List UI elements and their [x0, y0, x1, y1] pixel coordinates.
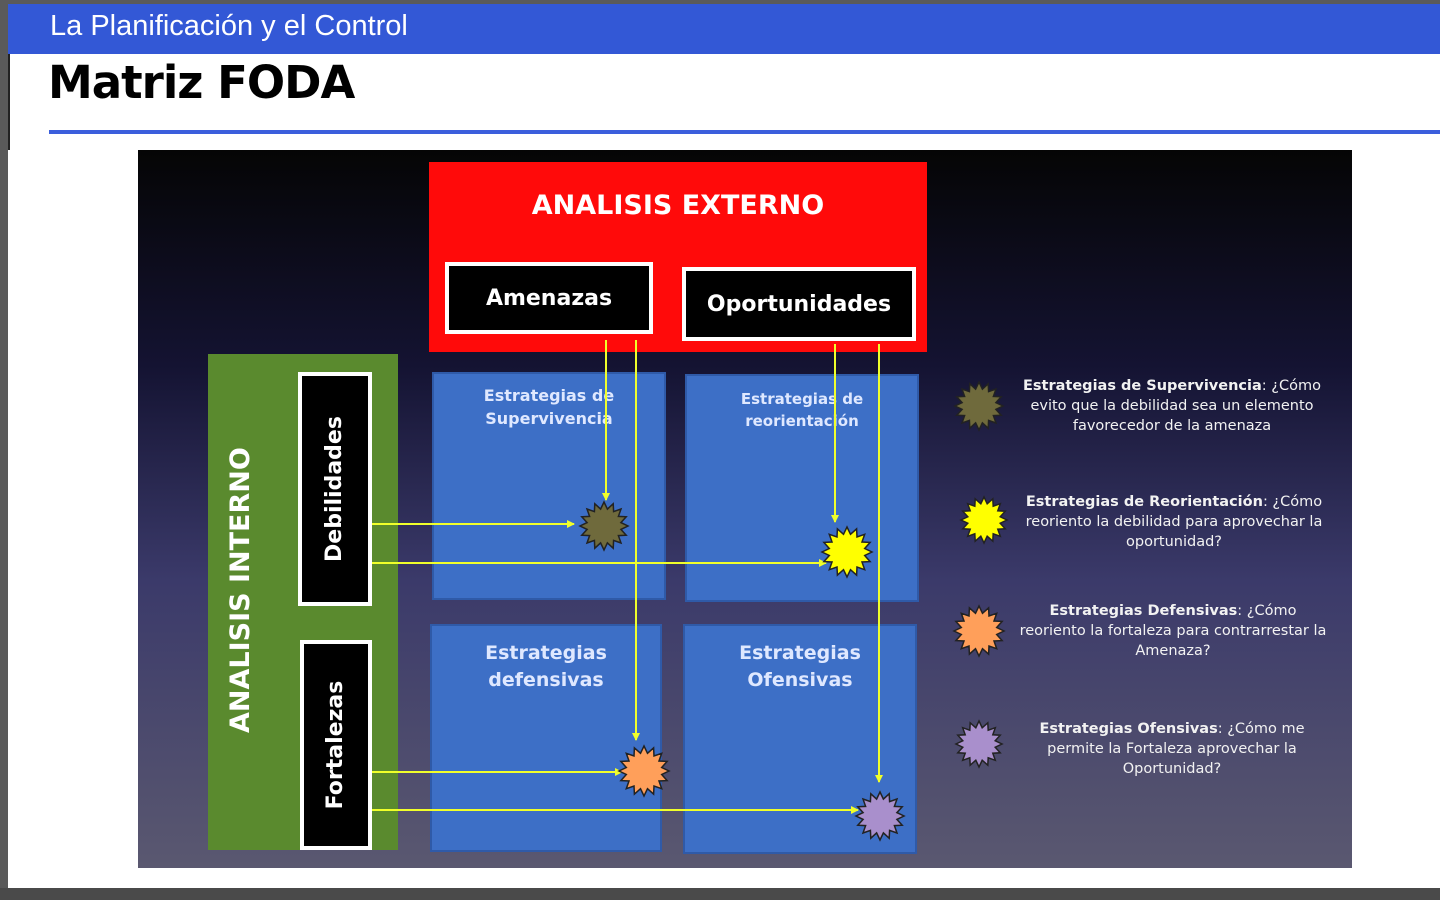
bottom-band — [0, 888, 1440, 900]
legend-offensive-text: : ¿Cómo me permite la Fortaleza aprovech… — [1047, 721, 1305, 777]
strengths-box: Fortalezas — [300, 640, 372, 850]
legend-survival-burst-icon — [953, 380, 1005, 432]
legend-defensive: Estrategias Defensivas: ¿Cómo reoriento … — [1018, 601, 1328, 661]
defensive-burst-icon — [617, 744, 671, 798]
threats-box: Amenazas — [445, 262, 653, 334]
quadrant-offensive-label: Estrategias Ofensivas — [739, 642, 861, 691]
opportunities-box: Oportunidades — [682, 267, 916, 341]
weaknesses-box: Debilidades — [298, 372, 372, 606]
threats-label: Amenazas — [485, 285, 613, 311]
external-analysis-title: ANALISIS EXTERNO — [531, 190, 825, 221]
page-title: Matriz FODA — [48, 56, 355, 109]
slide: La Planificación y el Control Matriz FOD… — [8, 4, 1440, 890]
quadrant-defensive-label: Estrategias defensivas — [485, 642, 607, 691]
quadrant-defensive: Estrategias defensivas — [430, 624, 662, 852]
quadrant-reorientation-label: Estrategias de reorientación — [740, 390, 864, 430]
foda-diagram: ANALISIS EXTERNO Amenazas Oportunidades … — [138, 150, 1352, 868]
legend-defensive-burst-icon — [952, 604, 1006, 658]
survival-burst-icon — [578, 500, 630, 552]
legend-survival: Estrategias de Supervivencia: ¿Cómo evit… — [1012, 376, 1332, 436]
legend-survival-text: : ¿Cómo evito que la debilidad sea un el… — [1030, 378, 1321, 434]
legend-offensive: Estrategias Ofensivas: ¿Cómo me permite … — [1010, 719, 1334, 779]
legend-reorientation-name: Estrategias de Reorientación — [1025, 494, 1263, 510]
legend-survival-name: Estrategias de Supervivencia — [1023, 378, 1262, 394]
header-bar: La Planificación y el Control — [8, 4, 1440, 54]
legend-offensive-burst-icon — [954, 719, 1004, 769]
offensive-burst-icon — [854, 790, 906, 842]
title-divider — [49, 130, 1440, 134]
reorientation-burst-icon — [820, 525, 874, 579]
quadrant-survival-label: Estrategias de Supervivencia — [483, 386, 615, 428]
legend-reorientation-burst-icon — [959, 495, 1009, 545]
opportunities-label: Oportunidades — [706, 291, 892, 317]
legend-defensive-name: Estrategias Defensivas — [1049, 603, 1238, 619]
legend-offensive-name: Estrategias Ofensivas — [1039, 721, 1218, 737]
left-edge-line — [8, 54, 10, 150]
arrows-layer — [372, 340, 1009, 842]
legend-defensive-text: : ¿Cómo reoriento la fortaleza para cont… — [1019, 603, 1327, 659]
legend-reorientation-text: : ¿Cómo reoriento la debilidad para apro… — [1025, 494, 1323, 550]
legend-reorientation: Estrategias de Reorientación: ¿Cómo reor… — [1024, 492, 1324, 552]
section-title: La Planificación y el Control — [50, 10, 408, 42]
